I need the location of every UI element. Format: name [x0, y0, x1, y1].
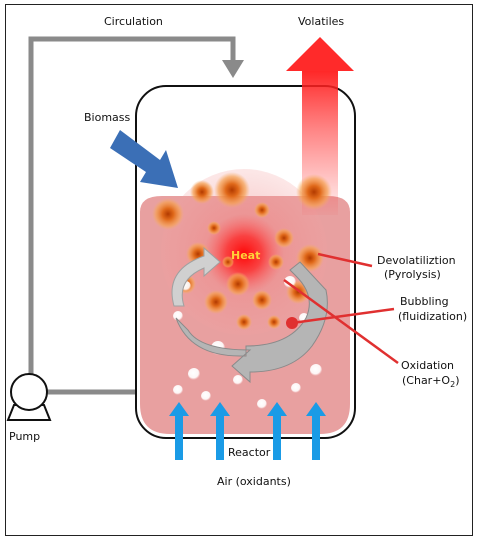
- biomass-arrow: [110, 130, 178, 188]
- biomass-label: Biomass: [84, 111, 131, 124]
- char-o2-suffix: ): [455, 374, 459, 387]
- devolatilization-callout-line: [317, 252, 373, 268]
- char-o2-subscript: 2: [450, 380, 455, 389]
- air-inlet-arrows: [169, 402, 326, 460]
- reactor-label: Reactor: [228, 446, 271, 459]
- volatiles-label: Volatiles: [298, 15, 344, 28]
- circulation-swirl: [171, 246, 328, 384]
- oxidation-label: Oxidation: [401, 359, 454, 372]
- figure-frame: [5, 4, 473, 536]
- bubbling-callout-line: [291, 307, 395, 325]
- pump-icon: [6, 373, 52, 421]
- fluidization-label: (fluidization): [398, 310, 467, 323]
- oxidation-callout-line: [283, 278, 399, 365]
- heat-label: Heat: [231, 249, 260, 262]
- char-o2-prefix: (Char+O: [402, 374, 450, 387]
- pyrolysis-label: (Pyrolysis): [384, 268, 441, 281]
- pump-label: Pump: [9, 430, 40, 443]
- char-o2-label: (Char+O2): [402, 374, 459, 389]
- heat-core: [204, 214, 284, 294]
- bubbling-label: Bubbling: [400, 295, 449, 308]
- char-particles: [152, 172, 332, 330]
- circulation-arrow-head: [222, 60, 244, 78]
- circulation-label: Circulation: [104, 15, 163, 28]
- devolatilization-label: Devolatiliztion: [377, 254, 456, 267]
- air-label: Air (oxidants): [217, 475, 291, 488]
- circulation-pipe: [28, 36, 236, 395]
